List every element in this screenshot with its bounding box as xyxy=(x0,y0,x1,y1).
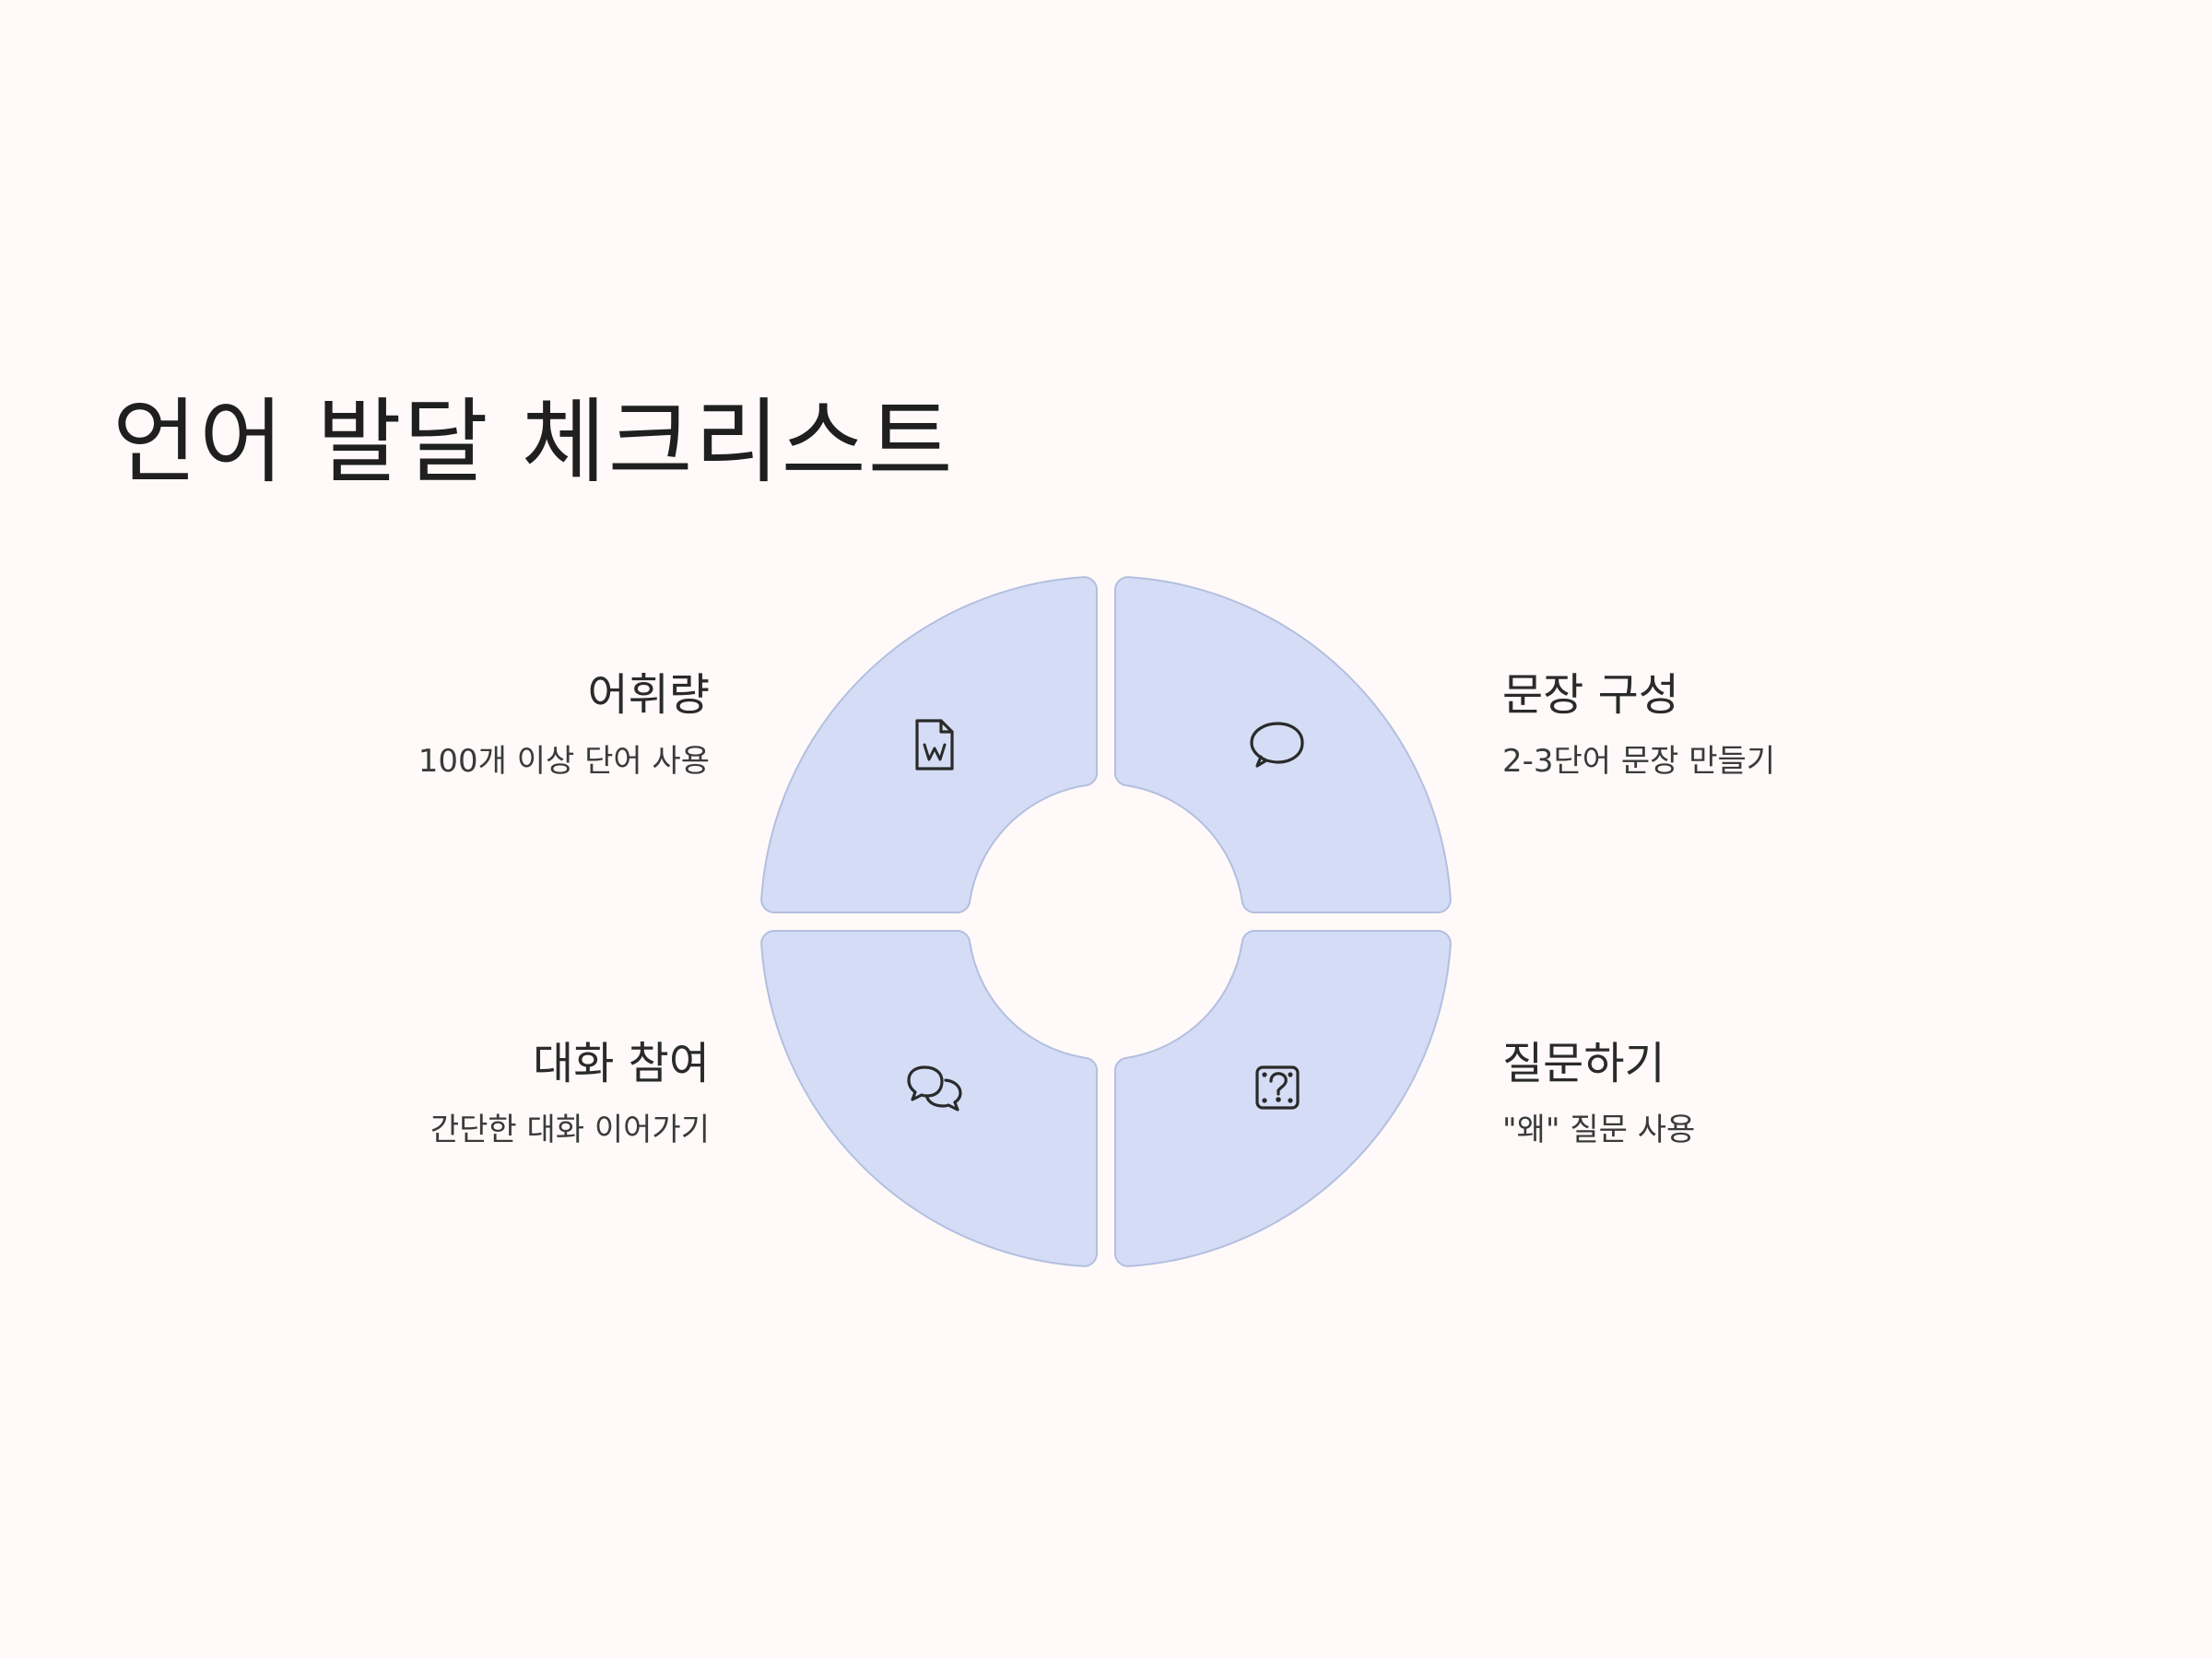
page-title: 언어 발달 체크리스트 xyxy=(112,388,955,496)
question-box-icon xyxy=(1255,1065,1300,1110)
vocab-label: 어휘량 100개 이상 단어 사용 xyxy=(194,667,710,782)
vocab-title: 어휘량 xyxy=(587,669,710,721)
sentence-description: 2-3단어 문장 만들기 xyxy=(1502,743,1776,780)
sentence-title: 문장 구성 xyxy=(1502,669,1679,721)
question-description: "왜" 질문 사용 xyxy=(1502,1112,1696,1148)
question-title: 질문하기 xyxy=(1502,1038,1665,1089)
segment-top-left xyxy=(760,576,1099,914)
chat-bubbles-icon xyxy=(907,1065,962,1112)
segment-bottom-right xyxy=(1113,929,1452,1267)
question-label: 질문하기 "왜" 질문 사용 xyxy=(1502,1036,2018,1150)
conversation-title: 대화 참여 xyxy=(533,1038,710,1089)
conversation-label: 대화 참여 간단한 대화 이어가기 xyxy=(194,1036,710,1150)
word-document-icon xyxy=(915,719,954,771)
segment-top-right xyxy=(1113,576,1452,914)
speech-bubble-icon xyxy=(1250,722,1304,768)
conversation-description: 간단한 대화 이어가기 xyxy=(429,1112,710,1148)
sentence-label: 문장 구성 2-3단어 문장 만들기 xyxy=(1502,667,2018,782)
vocab-description: 100개 이상 단어 사용 xyxy=(418,743,710,780)
